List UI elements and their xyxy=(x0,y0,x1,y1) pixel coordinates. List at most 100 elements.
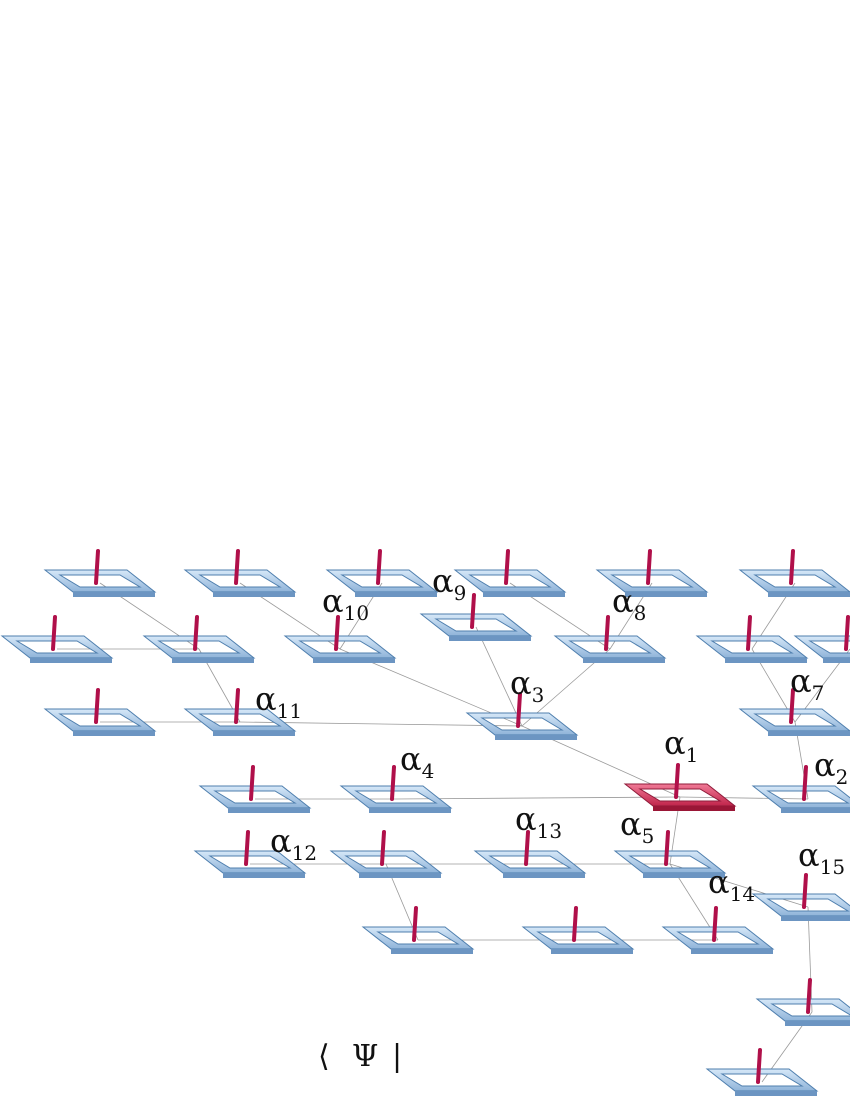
alpha-subscript: 15 xyxy=(820,855,845,879)
alpha-subscript: 14 xyxy=(730,882,755,906)
plaquette-frame xyxy=(465,712,579,736)
alpha-subscript: 1 xyxy=(686,743,699,767)
plaquette xyxy=(193,830,307,878)
alpha-symbol: α xyxy=(432,562,454,600)
spin-marker xyxy=(524,830,530,866)
alpha-label-9: α9 xyxy=(432,562,466,605)
plaquette xyxy=(553,615,667,663)
plaquette-edge xyxy=(73,731,155,736)
plaquette-edge xyxy=(583,658,665,663)
plaquette-highlighted xyxy=(623,763,737,811)
plaquette xyxy=(43,688,157,736)
alpha-symbol: α xyxy=(664,724,686,762)
plaquette xyxy=(283,615,397,663)
link-line xyxy=(395,796,681,800)
plaquette xyxy=(325,549,439,597)
spin-marker xyxy=(674,763,680,799)
alpha-symbol: α xyxy=(270,822,292,860)
alpha-symbol: α xyxy=(790,662,812,700)
plaquette xyxy=(705,1048,819,1096)
plaquette-edge xyxy=(359,873,441,878)
plaquette xyxy=(198,765,312,813)
spin-marker xyxy=(806,978,812,1014)
plaquette-edge xyxy=(495,735,577,740)
link-line xyxy=(239,721,523,727)
plaquette-edge xyxy=(213,592,295,597)
plaquette-frame xyxy=(473,850,587,874)
plaquette xyxy=(755,978,850,1026)
plaquette-edge xyxy=(228,808,310,813)
alpha-symbol: α xyxy=(814,746,836,784)
plaquette-edge xyxy=(625,592,707,597)
plaquette-edge xyxy=(781,808,850,813)
psi-symbol: Ψ xyxy=(352,1039,378,1074)
plaquette xyxy=(595,549,709,597)
plaquette-edge xyxy=(643,873,725,878)
spin-marker xyxy=(412,906,418,942)
spin-marker xyxy=(244,830,250,866)
plaquette-frame xyxy=(751,785,850,809)
plaquette xyxy=(0,615,114,663)
alpha-label-7: α7 xyxy=(790,662,824,705)
plaquette-frame xyxy=(695,635,809,659)
plaquette-frame xyxy=(198,785,312,809)
alpha-label-15: α15 xyxy=(798,836,845,879)
alpha-label-2: α2 xyxy=(814,746,848,789)
spin-marker xyxy=(664,830,670,866)
spin-marker xyxy=(249,765,255,801)
alpha-symbol: α xyxy=(515,800,537,838)
plaquette-frame xyxy=(661,926,775,950)
plaquette-edge xyxy=(785,1021,850,1026)
spin-marker xyxy=(376,549,382,585)
plaquette xyxy=(751,873,850,921)
alpha-label-12: α12 xyxy=(270,822,317,865)
spin-marker xyxy=(604,615,610,651)
link-line xyxy=(679,796,809,800)
plaquette xyxy=(419,593,533,641)
plaquette-frame xyxy=(339,785,453,809)
bra-right-bar: | xyxy=(392,1039,402,1074)
plaquette-frame xyxy=(0,635,114,659)
spin-marker xyxy=(470,593,476,629)
plaquette xyxy=(183,688,297,736)
alpha-subscript: 5 xyxy=(642,824,655,848)
plaquette-frame xyxy=(705,1068,819,1092)
plaquette-frame xyxy=(329,850,443,874)
spin-marker xyxy=(756,1048,762,1084)
link-line xyxy=(807,906,813,1013)
spin-marker xyxy=(746,615,752,651)
plaquette xyxy=(695,615,809,663)
alpha-label-5: α5 xyxy=(620,805,654,848)
alpha-subscript: 4 xyxy=(422,759,435,783)
plaquette-edge xyxy=(73,592,155,597)
alpha-symbol: α xyxy=(620,805,642,843)
alpha-symbol: α xyxy=(510,664,532,702)
spin-marker xyxy=(51,615,57,651)
alpha-symbol: α xyxy=(322,582,344,620)
spin-marker xyxy=(94,688,100,724)
alpha-symbol: α xyxy=(798,836,820,874)
plaquette xyxy=(738,688,850,736)
plaquette-edge xyxy=(823,658,850,663)
plaquette-frame xyxy=(283,635,397,659)
alpha-label-10: α10 xyxy=(322,582,369,625)
spin-marker xyxy=(712,906,718,942)
alpha-symbol: α xyxy=(708,863,730,901)
alpha-subscript: 11 xyxy=(277,699,302,723)
spin-marker xyxy=(572,906,578,942)
plaquette-edge xyxy=(691,949,773,954)
plaquette-frame xyxy=(738,569,850,593)
plaquette-frame xyxy=(623,783,737,807)
plaquette xyxy=(521,906,635,954)
plaquette-edge xyxy=(213,731,295,736)
plaquette-frame xyxy=(738,708,850,732)
alpha-label-14: α14 xyxy=(708,863,755,906)
plaquette-edge xyxy=(483,592,565,597)
alpha-subscript: 13 xyxy=(537,819,562,843)
alpha-symbol: α xyxy=(400,740,422,778)
plaquette-frame xyxy=(43,569,157,593)
plaquette-frame xyxy=(521,926,635,950)
alpha-label-8: α8 xyxy=(612,582,646,625)
plaquette-frame xyxy=(751,893,850,917)
